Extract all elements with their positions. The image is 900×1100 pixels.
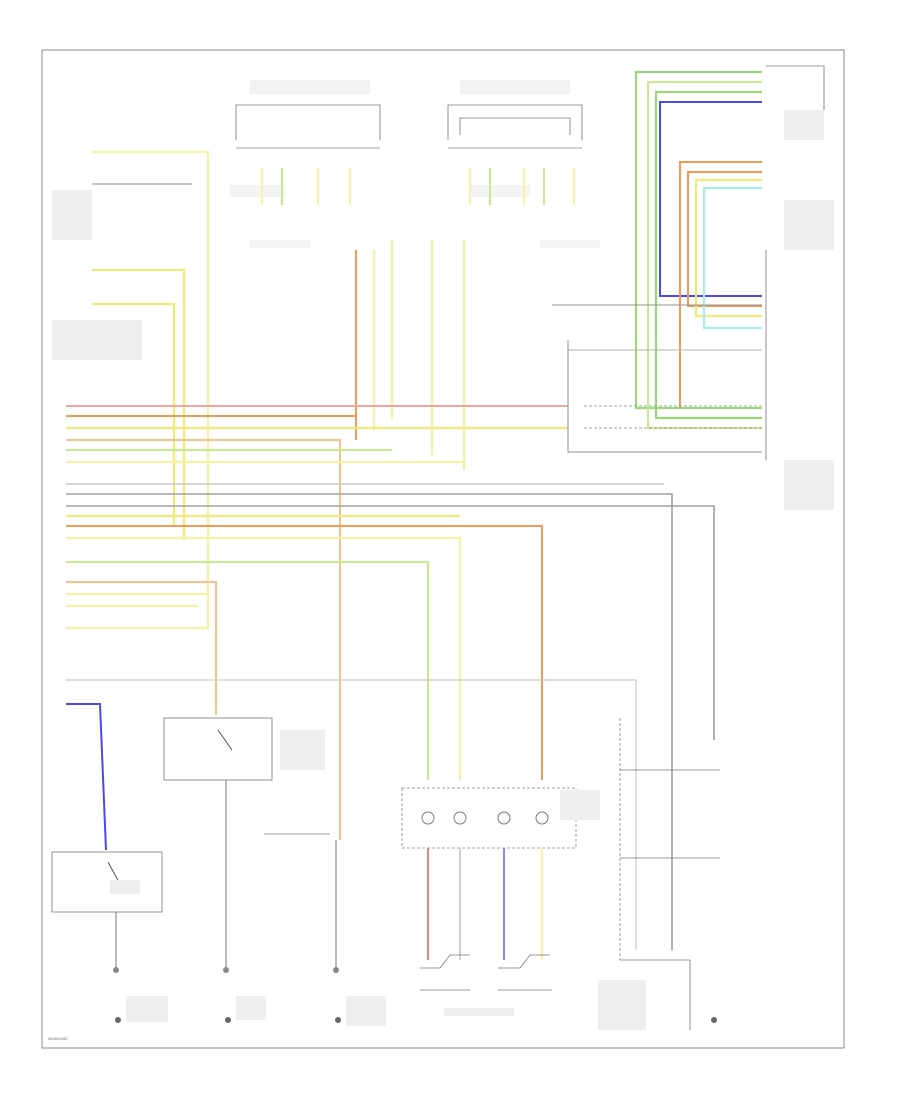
wire-gray-thin-2 xyxy=(567,340,762,453)
wire-blue-left xyxy=(66,703,107,851)
wire-light-orange-lower xyxy=(66,581,217,715)
left-seat-belt-buckle-switch xyxy=(163,717,273,973)
ground-symbol-3 xyxy=(335,1017,341,1023)
diagram-frame xyxy=(41,49,845,1049)
wire-light-orange-main xyxy=(66,439,341,840)
wire-blue-right xyxy=(659,101,762,297)
document-id: W0000000 xyxy=(48,1037,68,1041)
wire-gray-main-3 xyxy=(66,505,715,740)
wire-light-green-lower xyxy=(66,561,429,780)
top-left-connector-labels xyxy=(230,185,310,248)
wire-yellow-3 xyxy=(92,303,175,525)
wire-orange-main-2 xyxy=(66,525,543,780)
wire-gray-main-2 xyxy=(66,493,673,950)
wire-green-right-2 xyxy=(655,91,762,419)
belt-tension-sensor-bracket xyxy=(766,65,825,110)
wire-yellow-main-4 xyxy=(66,537,461,780)
wire-green-right-1 xyxy=(635,71,762,409)
wire-yellow-1 xyxy=(92,151,209,630)
wire-harness xyxy=(66,71,762,950)
wire-yellow-right xyxy=(695,179,762,317)
top-left-connector-block xyxy=(235,80,381,149)
wire-cyan-right xyxy=(703,187,762,329)
right-seat-belt-buckle-switch xyxy=(51,851,163,973)
top-right-connector-labels xyxy=(470,185,600,248)
front-passenger-seat-switch xyxy=(264,833,339,973)
label-placeholders xyxy=(52,110,834,1030)
top-right-connector-block xyxy=(447,80,583,149)
ground-symbol-2 xyxy=(225,1017,231,1023)
ground-symbol-1 xyxy=(115,1017,121,1023)
wire-gray-ground-ref xyxy=(66,679,637,950)
wire-orange-right-2 xyxy=(687,171,762,307)
wire-orange-right-1 xyxy=(679,161,762,408)
combination-meter xyxy=(401,787,577,991)
airbag-control-module-lower xyxy=(619,718,720,1030)
ground-symbol-4 xyxy=(711,1017,717,1023)
